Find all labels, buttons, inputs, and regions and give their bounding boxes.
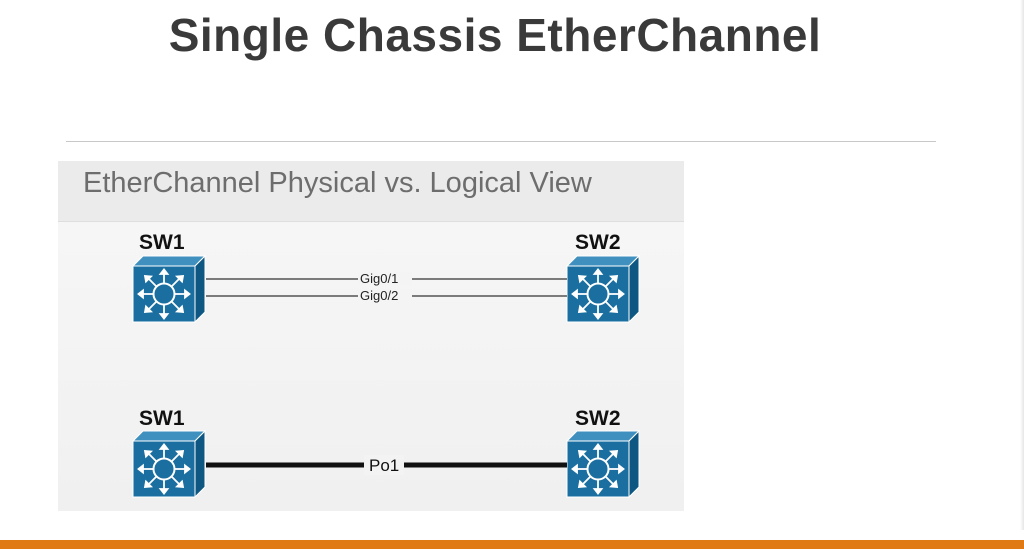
physical-sw2-switch-icon[interactable] (566, 255, 640, 323)
slide-title: Single Chassis EtherChannel (168, 9, 822, 61)
footer-accent-bar (0, 540, 1024, 549)
etherchannel-diagram: SW1 SW2 Gig0/1 Gig0/2 SW1 SW2 Po1 (132, 231, 640, 498)
title-divider (66, 141, 936, 142)
physical-sw2-label: SW2 (575, 231, 621, 254)
panel-header: EtherChannel Physical vs. Logical View (58, 161, 684, 222)
logical-sw2-switch-icon[interactable] (566, 430, 640, 498)
physical-sw1-switch-icon[interactable] (132, 255, 206, 323)
link-label-gig0-1: Gig0/1 (360, 271, 398, 286)
po-label-bg (364, 455, 404, 475)
logical-sw1-switch-icon[interactable] (132, 430, 206, 498)
slide-edge-shadow (1020, 0, 1024, 530)
link-label-bg-2 (358, 289, 412, 302)
logical-sw1-label: SW1 (139, 407, 185, 430)
physical-sw1-label: SW1 (139, 231, 185, 254)
link-label-gig0-2: Gig0/2 (360, 288, 398, 303)
link-label-bg-1 (358, 272, 412, 285)
port-channel-label: Po1 (369, 456, 399, 475)
panel-title: EtherChannel Physical vs. Logical View (83, 167, 592, 199)
logical-sw2-label: SW2 (575, 407, 621, 430)
diagram-panel: EtherChannel Physical vs. Logical View (58, 161, 684, 511)
